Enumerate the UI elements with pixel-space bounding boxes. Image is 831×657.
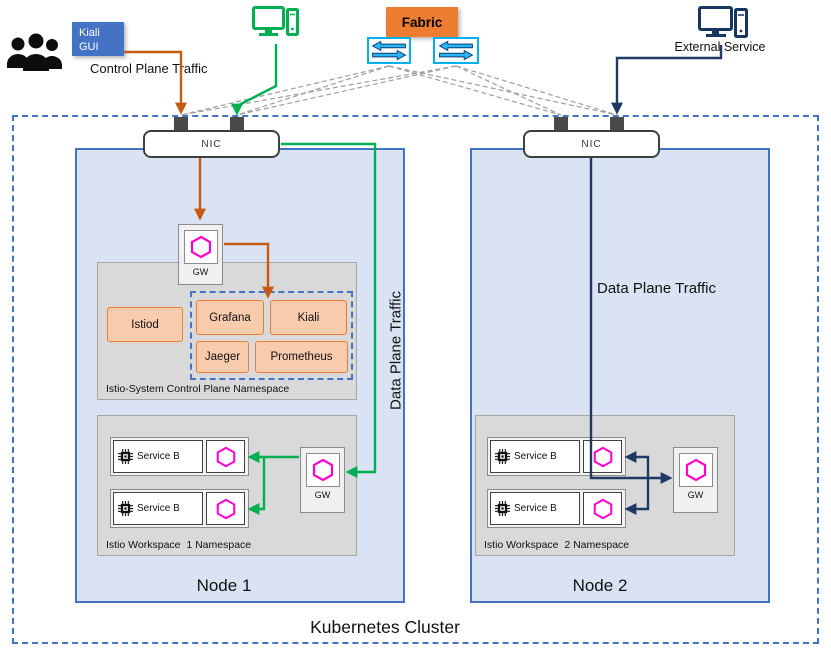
- fabric-switch-icon: [433, 37, 479, 64]
- nic-port-icon: [174, 117, 188, 130]
- data-plane-traffic-label-vertical: Data Plane Traffic: [387, 291, 405, 410]
- hexagon-proxy-icon: [593, 446, 612, 467]
- sidecar-proxy-box: [206, 440, 245, 473]
- node-1-label: Node 1: [196, 576, 252, 595]
- kiali-gui-label-line2: GUI: [79, 41, 99, 54]
- nic-port-icon: [230, 117, 244, 130]
- workspace2-gateway: GW: [673, 447, 718, 513]
- sidecar-proxy-box: [583, 492, 622, 525]
- node-2-label: Node 2: [572, 576, 628, 595]
- service-b-box: Service B: [490, 440, 580, 473]
- sidecar-proxy-box: [206, 492, 245, 525]
- service-b-box: Service B: [113, 492, 203, 525]
- hexagon-proxy-icon: [216, 446, 235, 467]
- control-plane-namespace-label: Istio-System Control Plane Namespace: [106, 383, 290, 395]
- gateway-label: GW: [314, 490, 331, 500]
- kiali-gui-box: Kiali GUI: [72, 22, 124, 56]
- jaeger-box: Jaeger: [196, 341, 249, 373]
- hexagon-proxy-icon: [312, 458, 333, 482]
- external-service-label: External Service: [674, 40, 766, 54]
- service-b-label: Service B: [514, 503, 557, 514]
- workspace1-gateway: GW: [300, 447, 345, 513]
- hexagon-proxy-icon: [190, 235, 211, 259]
- cpu-icon: [495, 501, 510, 516]
- nic-port-icon: [554, 117, 568, 130]
- external-pc-icon: [698, 6, 750, 51]
- gateway-label: GW: [687, 490, 704, 500]
- cpu-icon: [118, 449, 133, 464]
- service-b-box: Service B: [113, 440, 203, 473]
- cpu-icon: [495, 449, 510, 464]
- service-b-box: Service B: [490, 492, 580, 525]
- nic-label: NIC: [201, 138, 222, 150]
- fabric-box: Fabric: [386, 7, 458, 37]
- hexagon-proxy-icon: [593, 498, 612, 519]
- istiod-box: Istiod: [107, 307, 183, 342]
- service-b-label: Service B: [137, 503, 180, 514]
- cpu-icon: [118, 501, 133, 516]
- prometheus-box: Prometheus: [255, 341, 348, 373]
- kiali-gui-label-line1: Kiali: [79, 27, 100, 39]
- nic-node1: NIC: [143, 130, 280, 158]
- ingress-gateway-node1: GW: [178, 224, 223, 285]
- workspace1-namespace-label: Istio Workspace 1 Namespace: [106, 539, 252, 551]
- gateway-proxy-icon-box: [305, 453, 340, 487]
- sidecar-proxy-box: [583, 440, 622, 473]
- data-plane-traffic-label-horizontal: Data Plane Traffic: [597, 280, 716, 297]
- gateway-proxy-icon-box: [678, 453, 713, 487]
- service-row: Service B: [487, 489, 626, 528]
- service-row: Service B: [487, 437, 626, 476]
- kiali-box: Kiali: [270, 300, 347, 335]
- service-b-label: Service B: [514, 451, 557, 462]
- fabric-switch-icon: [367, 37, 411, 64]
- service-b-label: Service B: [137, 451, 180, 462]
- hexagon-proxy-icon: [685, 458, 706, 482]
- workstation-icon: [252, 6, 300, 51]
- gateway-proxy-icon-box: [183, 230, 218, 264]
- nic-label: NIC: [581, 138, 602, 150]
- service-row: Service B: [110, 437, 249, 476]
- gateway-label: GW: [192, 267, 209, 277]
- control-plane-traffic-label: Control Plane Traffic: [90, 61, 208, 76]
- nic-port-icon: [610, 117, 624, 130]
- workspace2-namespace-label: Istio Workspace 2 Namespace: [484, 539, 630, 551]
- service-row: Service B: [110, 489, 249, 528]
- users-icon: [6, 32, 62, 83]
- nic-node2: NIC: [523, 130, 660, 158]
- grafana-box: Grafana: [196, 300, 264, 335]
- kubernetes-cluster-label: Kubernetes Cluster: [310, 617, 460, 637]
- hexagon-proxy-icon: [216, 498, 235, 519]
